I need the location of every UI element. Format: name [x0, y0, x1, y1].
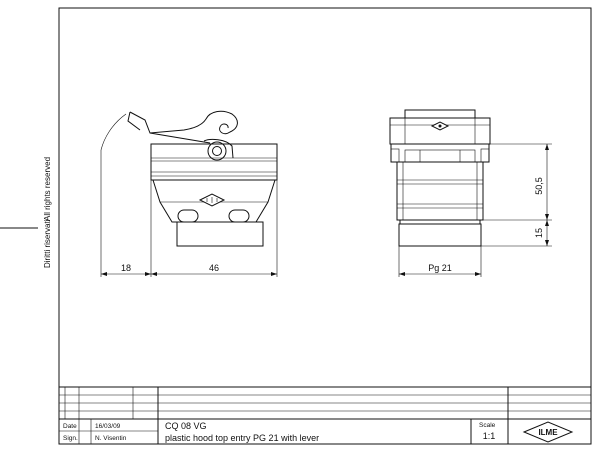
dim-height: 50,5 [534, 177, 544, 195]
scale-label: Scale [479, 422, 496, 429]
lever-hinge [203, 138, 234, 159]
hood-foot-left [177, 209, 199, 223]
side-text-left: Diritti riservati [43, 219, 52, 268]
dim-base: 15 [534, 228, 544, 238]
sign-label: Sign. [63, 435, 78, 442]
ilme-logo-icon: ILME [522, 421, 574, 443]
drawing-code: CQ 08 VG [165, 421, 207, 431]
hood-foot-right [228, 209, 250, 223]
lever-pivot-outer [207, 141, 227, 161]
lever-tip [127, 111, 141, 131]
scale-value: 1:1 [483, 431, 496, 441]
cap-top [404, 109, 476, 119]
ilme-logo-small-icon [430, 121, 450, 131]
dim-width: 46 [209, 263, 219, 273]
side-view: 18 46 [100, 110, 278, 277]
drawing-description: plastic hood top entry PG 21 with lever [165, 433, 319, 443]
dim-lever: 18 [121, 263, 131, 273]
side-text-right: All rights reserved [43, 157, 52, 221]
front-upper [390, 143, 490, 163]
drawing-frame [58, 7, 592, 445]
lever-arm [129, 110, 238, 135]
sign-value: N. Visentin [95, 435, 127, 442]
front-view: Pg 21 50,5 15 [389, 109, 552, 277]
lever-edge [149, 132, 211, 144]
hood-upper [150, 143, 278, 181]
lever-pivot-inner [212, 146, 222, 156]
front-body [396, 161, 484, 221]
hood-base [176, 221, 264, 247]
dim-thread: Pg 21 [428, 263, 452, 273]
date-value: 16/03/09 [95, 423, 121, 430]
front-base [398, 223, 482, 247]
lever-swing-arc [100, 113, 127, 151]
logo-text: ILME [538, 428, 558, 437]
date-label: Date [63, 423, 77, 430]
ilme-logo-icon [198, 193, 226, 207]
title-block: Date 16/03/09 Sign. N. Visentin CQ 08 VG… [59, 386, 591, 444]
